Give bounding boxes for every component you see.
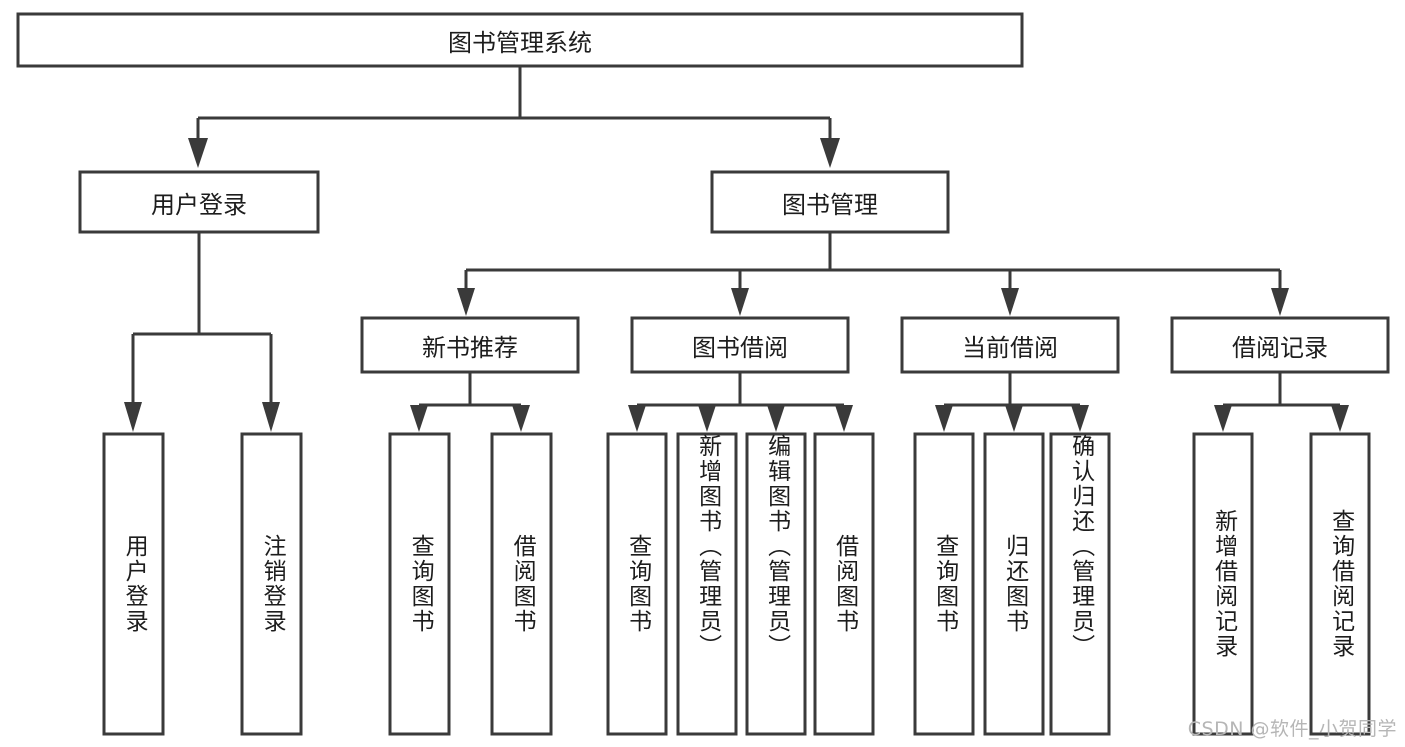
leaf-box-9[interactable] — [983, 432, 1045, 736]
node-new-book-recommend-box[interactable] — [360, 316, 580, 374]
leaf-box-8[interactable] — [913, 432, 975, 736]
arrow-head-leaf-0 — [124, 402, 142, 432]
node-book-borrow-box[interactable] — [630, 316, 850, 374]
leaf-box-0[interactable] — [102, 432, 165, 736]
arrow-head-leaf-3 — [512, 405, 530, 432]
node-current-borrow-box[interactable] — [900, 316, 1120, 374]
arrow-head-level3-0 — [457, 288, 475, 316]
node-root-box[interactable] — [16, 12, 1024, 68]
arrow-head-leaf-2 — [410, 405, 428, 432]
leaf-box-5[interactable] — [676, 432, 738, 736]
arrow-head-leaf-8 — [935, 405, 953, 432]
arrow-head-level3-2 — [1001, 288, 1019, 316]
leaf-box-6[interactable] — [745, 432, 807, 736]
node-user-login-box[interactable] — [78, 170, 320, 234]
arrow-head-level2-0 — [188, 138, 208, 168]
leaf-box-7[interactable] — [813, 432, 875, 736]
arrow-head-leaf-6 — [767, 405, 785, 432]
leaf-box-12[interactable] — [1309, 432, 1371, 736]
leaf-box-11[interactable] — [1192, 432, 1254, 736]
arrow-head-level2-1 — [820, 138, 840, 168]
node-borrow-record-box[interactable] — [1170, 316, 1390, 374]
node-book-management-box[interactable] — [710, 170, 950, 234]
arrow-head-leaf-11 — [1214, 405, 1232, 432]
leaf-box-3[interactable] — [490, 432, 553, 736]
leaf-box-4[interactable] — [606, 432, 668, 736]
arrow-head-leaf-5 — [698, 405, 716, 432]
arrow-head-leaf-4 — [628, 405, 646, 432]
leaf-box-2[interactable] — [388, 432, 451, 736]
arrow-head-leaf-7 — [835, 405, 853, 432]
arrow-head-level3-1 — [731, 288, 749, 316]
arrow-head-leaf-10 — [1071, 405, 1089, 432]
arrow-head-leaf-12 — [1331, 405, 1349, 432]
arrow-head-leaf-9 — [1005, 405, 1023, 432]
leaf-box-10[interactable] — [1049, 432, 1111, 736]
arrow-head-leaf-1 — [262, 402, 280, 432]
arrow-head-level3-3 — [1271, 288, 1289, 316]
leaf-box-1[interactable] — [240, 432, 303, 736]
